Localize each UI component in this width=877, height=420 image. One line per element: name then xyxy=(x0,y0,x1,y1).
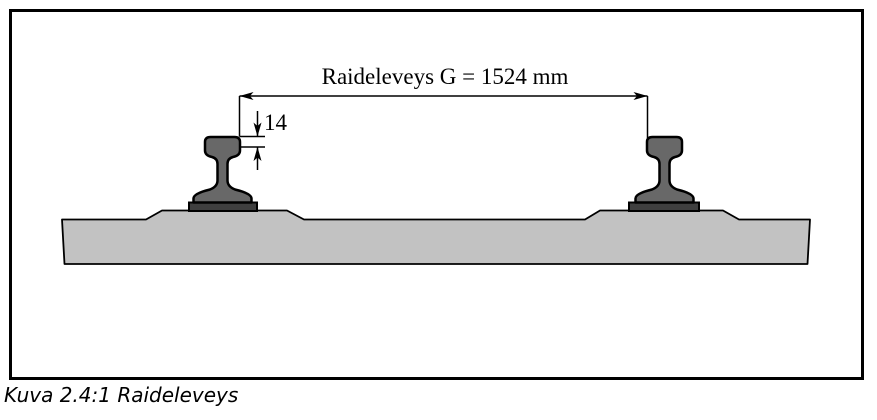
gauge-dimension xyxy=(238,92,649,138)
gauge-dimension-label: Raideleveys G = 1524 mm xyxy=(322,64,569,89)
left-baseplate xyxy=(188,201,258,212)
head-offset-dimension xyxy=(239,111,265,170)
head-offset-down-arrowhead-icon xyxy=(253,122,262,137)
figure-frame xyxy=(9,9,864,380)
gauge-right-arrowhead-icon xyxy=(633,92,648,100)
sleeper xyxy=(61,209,811,265)
right-baseplate xyxy=(628,201,700,212)
figure-caption: Kuva 2.4:1 Raideleveys xyxy=(4,383,239,407)
head-offset-label: 14 xyxy=(264,110,288,135)
left-rail xyxy=(192,135,253,204)
head-offset-up-arrowhead-icon xyxy=(253,147,262,161)
right-rail xyxy=(634,135,695,204)
gauge-left-arrowhead-icon xyxy=(239,92,254,100)
